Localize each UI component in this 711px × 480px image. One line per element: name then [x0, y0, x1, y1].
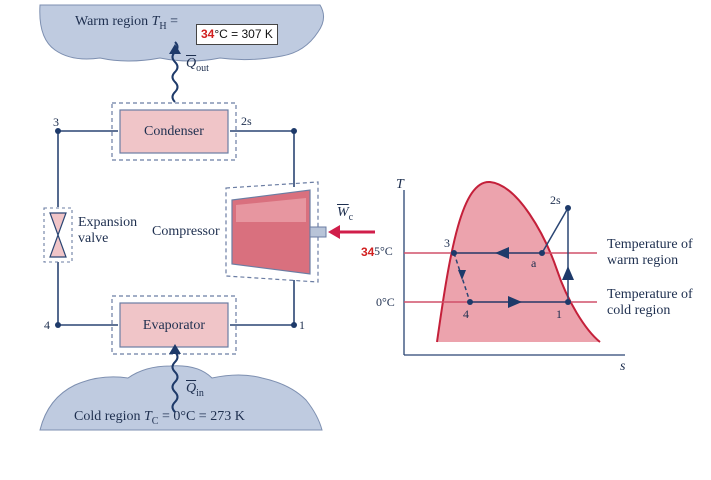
ts-point-1-label: 1 — [556, 307, 562, 321]
legend-cold-line-2: cold region — [607, 303, 671, 318]
warm-region-label: Warm region TH = — [75, 14, 179, 32]
evaporator-label: Evaporator — [142, 318, 206, 333]
piping — [57, 130, 295, 326]
expansion-valve-label-2: valve — [78, 231, 109, 246]
compressor-dashed-boundary — [225, 181, 319, 283]
ts-axis-t-label: T — [396, 177, 404, 192]
expansion-valve-symbol — [43, 207, 73, 263]
work-input-label: Wc — [337, 205, 354, 223]
ts-warm-temp-label: 5°C — [374, 244, 393, 258]
evaporator-box — [119, 302, 229, 348]
q-out-label: Qout — [186, 56, 209, 74]
node-2s-label: 2s — [241, 114, 252, 128]
expansion-valve-label-1: Expansion — [78, 215, 138, 230]
ts-axis-s-label: s — [620, 359, 626, 374]
cold-region-cloud — [39, 365, 323, 431]
compressor-label: Compressor — [152, 224, 220, 239]
saturation-dome — [436, 180, 601, 343]
ts-point-2s-label: 2s — [550, 193, 561, 207]
legend-warm-line-1: Temperature of — [607, 237, 693, 252]
node-dots — [55, 128, 297, 328]
condenser-box — [119, 109, 229, 154]
node-4-label: 4 — [44, 318, 50, 332]
legend-cold-line-1: Temperature of — [607, 287, 693, 302]
ts-cold-temp-label: 0°C — [376, 295, 395, 309]
ts-point-a-label: a — [531, 256, 537, 270]
warm-temp-overlay: 34°C = 307 K — [196, 24, 278, 45]
warm-region-cloud — [39, 4, 324, 62]
condenser-label: Condenser — [144, 124, 204, 139]
ts-state-points — [451, 205, 571, 305]
node-1-label: 1 — [299, 318, 305, 332]
ts-point-4-label: 4 — [463, 307, 469, 321]
q-in-label: Qin — [186, 381, 204, 399]
ts-shaded-area — [437, 181, 600, 342]
ts-diagram — [403, 180, 625, 356]
legend-warm-line-2: warm region — [607, 253, 679, 268]
ts-point-3-label: 3 — [444, 236, 450, 250]
ts-warm-temp-highlight: 34 — [360, 245, 376, 259]
compressor-shaft — [309, 226, 327, 238]
cold-region-label: Cold region TC = 0°C = 273 K — [74, 409, 245, 427]
node-3-label: 3 — [53, 115, 59, 129]
q-in-wavy-line — [171, 351, 179, 413]
